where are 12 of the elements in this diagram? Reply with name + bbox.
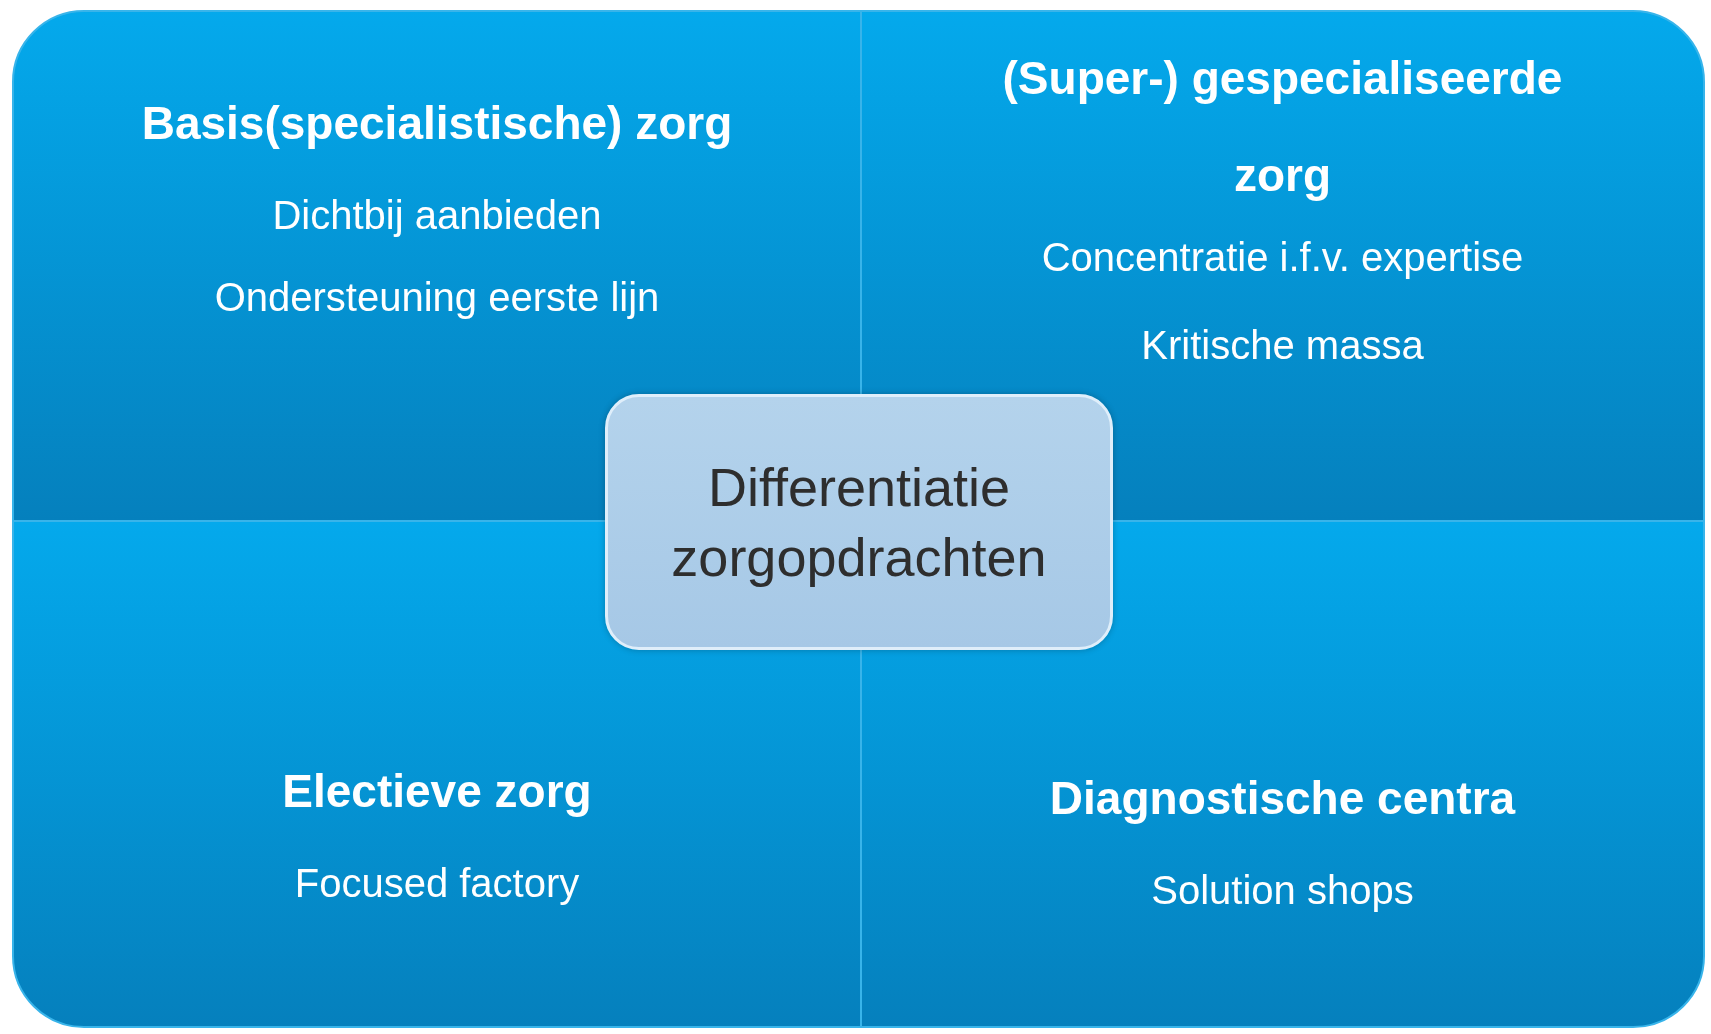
body-text: Kritische massa <box>1140 322 1425 368</box>
heading: Diagnostische centra <box>1048 772 1517 825</box>
body-text: Focused factory <box>293 860 581 906</box>
center-box <box>605 394 1113 650</box>
body-text: Ondersteuning eerste lijn <box>213 274 661 320</box>
center-label: Differentiatie zorgopdrachten <box>670 455 1048 589</box>
heading: (Super-) gespecialiseerde zorg <box>1001 51 1564 203</box>
body-text: Concentratie i.f.v. expertise <box>1040 234 1525 280</box>
body-text: Solution shops <box>1150 867 1415 913</box>
heading: Basis(specialistische) zorg <box>140 97 734 150</box>
heading: Electieve zorg <box>281 765 593 818</box>
body-text: Dichtbij aanbieden <box>271 192 603 238</box>
